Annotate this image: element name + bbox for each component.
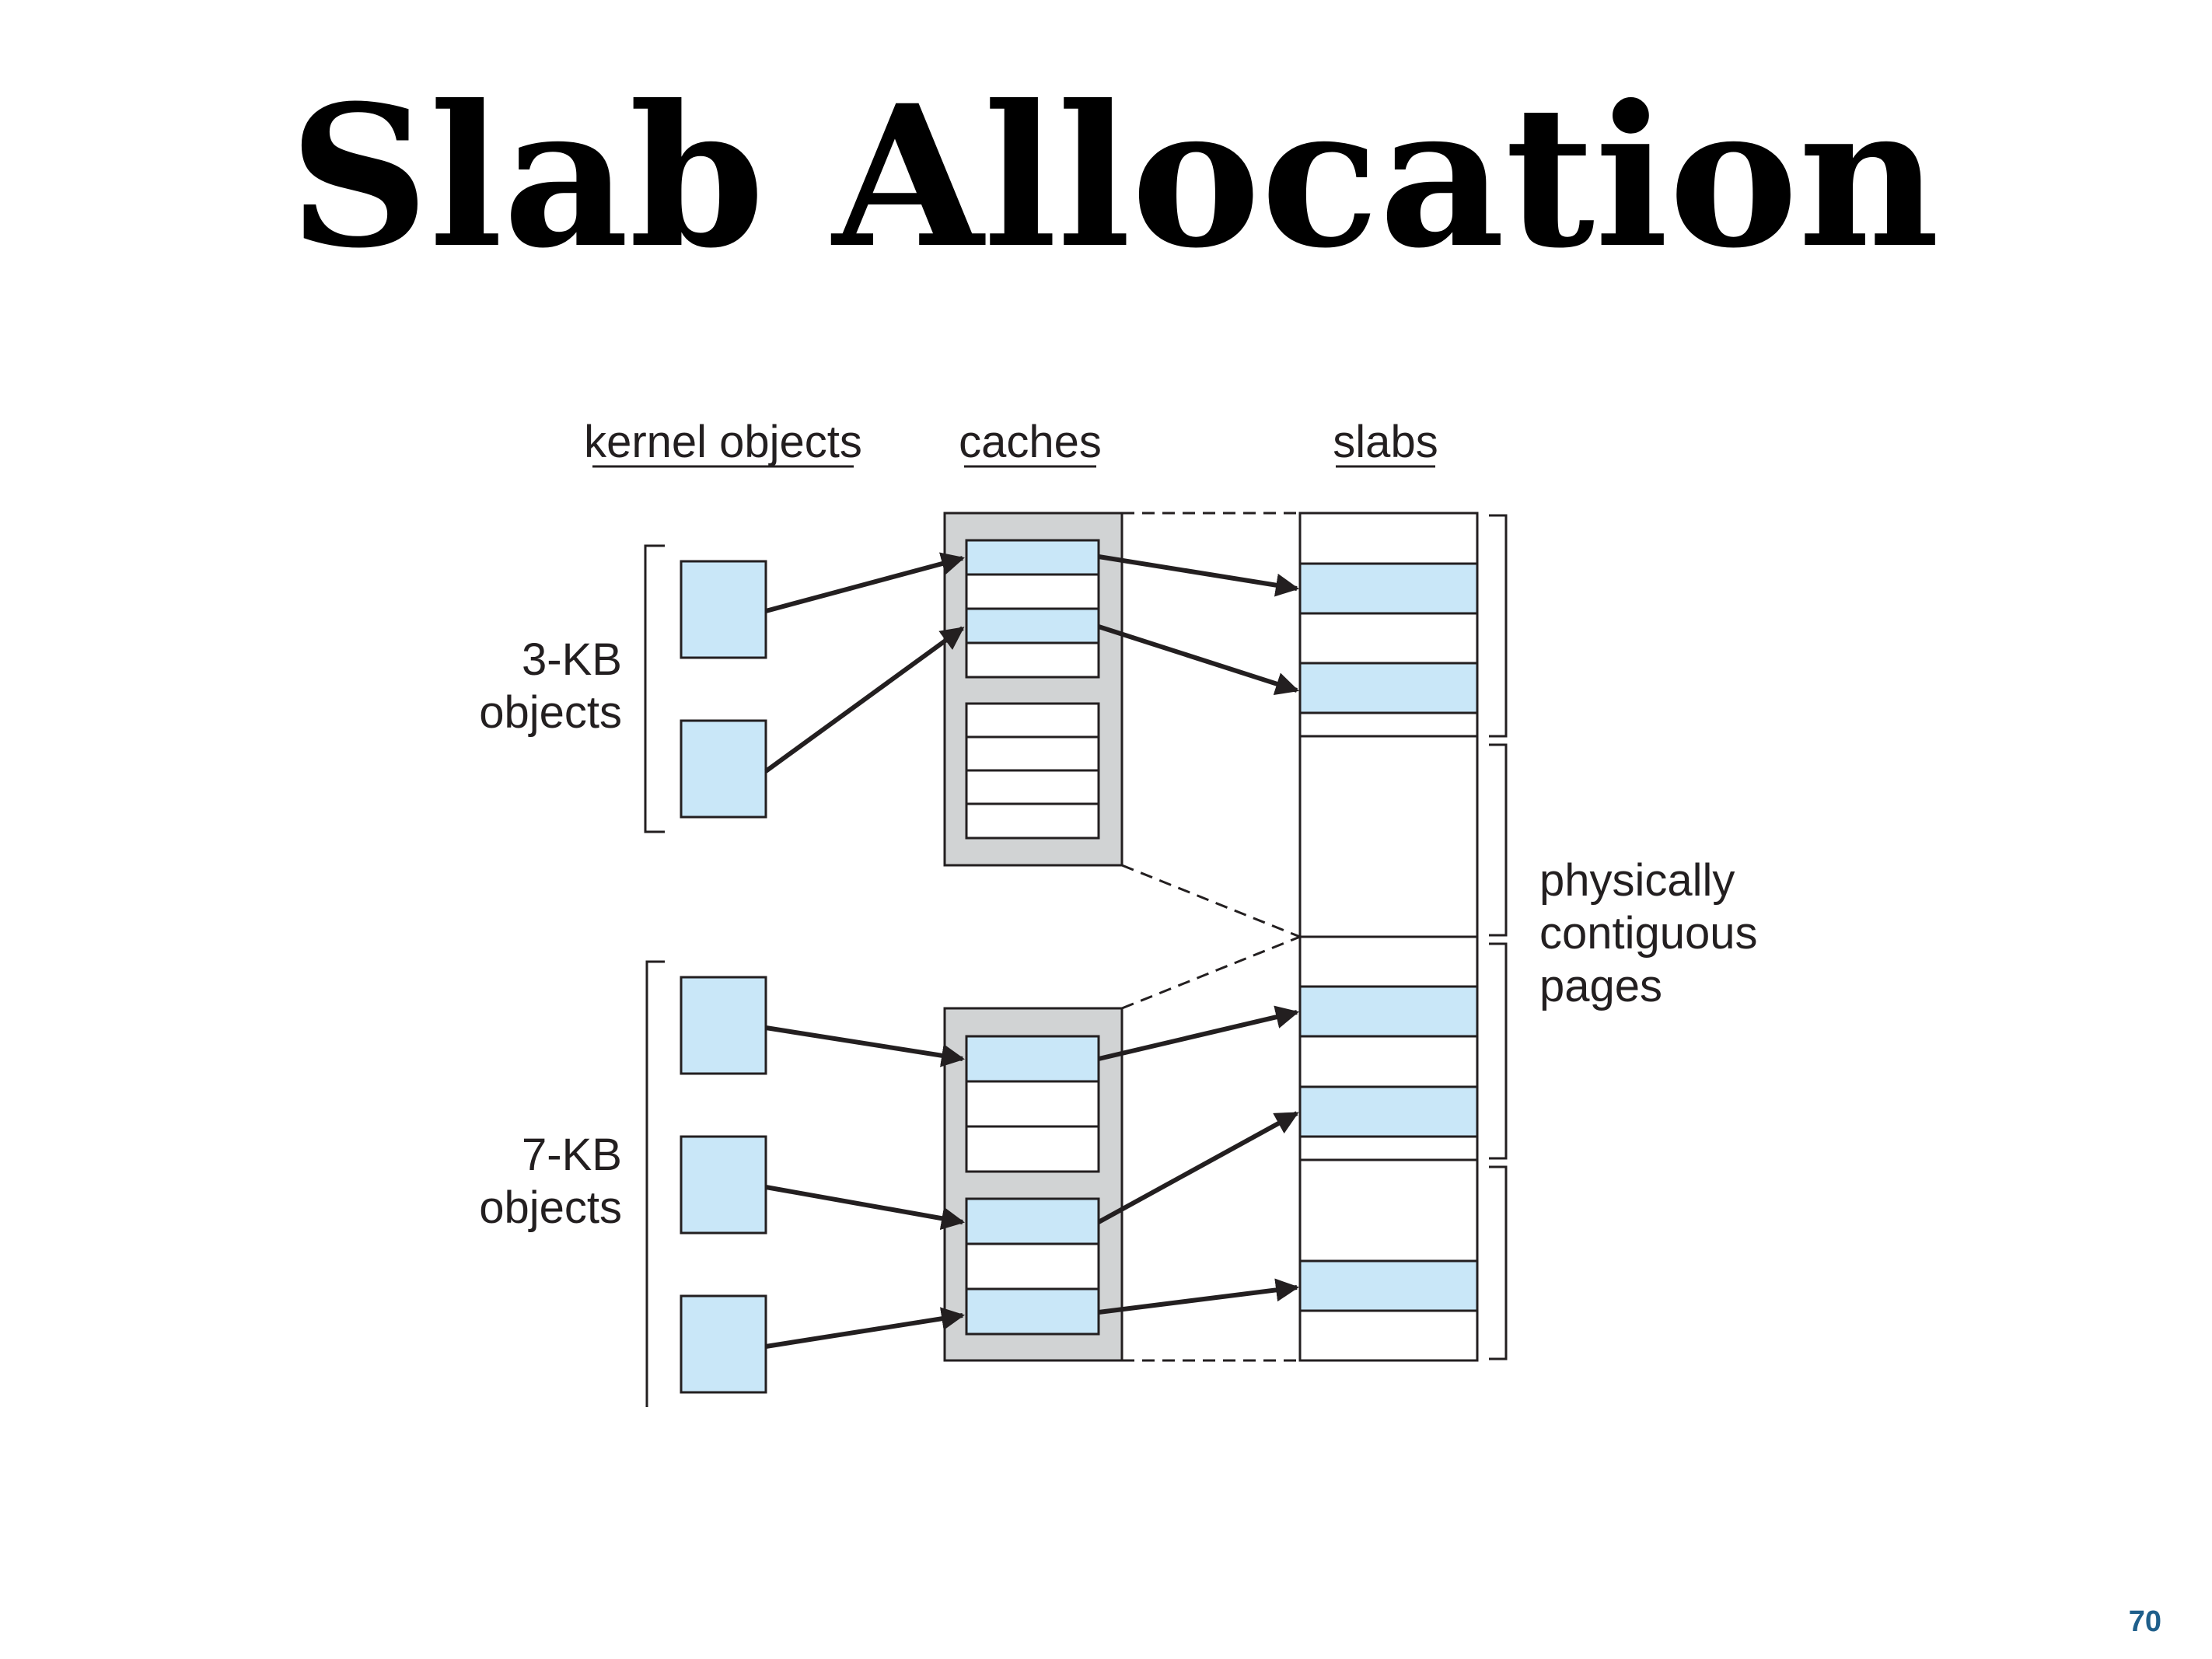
cache-slot <box>965 573 1100 610</box>
kernel-object <box>680 1294 767 1394</box>
slab-slot-used <box>1298 985 1479 1038</box>
kernel-objects <box>680 560 767 1394</box>
slabs-column <box>1298 512 1479 1362</box>
group-3kb-label-line1: 3-KB <box>522 634 622 685</box>
pages-label-line2: contiguous <box>1539 908 1758 959</box>
group-3kb-bracket <box>644 544 665 833</box>
slab-slot-used <box>1298 1085 1479 1138</box>
column-headers: kernel objects caches slabs <box>584 417 1438 468</box>
page-brackets <box>1489 514 1508 1360</box>
cache-slot <box>965 702 1100 739</box>
kernel-object <box>680 1135 767 1235</box>
cache-slot <box>965 641 1100 679</box>
cache-slot-used <box>965 1197 1100 1245</box>
kernel-object <box>680 560 767 659</box>
arrow <box>1097 1111 1299 1224</box>
page-number: 70 <box>2129 1605 2161 1638</box>
arrow <box>1098 1278 1299 1315</box>
kernel-object <box>680 719 767 819</box>
cache-slot-used <box>965 1287 1100 1336</box>
slab-slot-used <box>1298 662 1479 714</box>
slab-slot-used <box>1298 1259 1479 1312</box>
page-bracket <box>1489 1165 1508 1360</box>
object-to-cache-arrows <box>764 552 965 1349</box>
group-7kb-label-line2: objects <box>479 1182 622 1233</box>
group-7kb-label-line1: 7-KB <box>522 1130 622 1180</box>
cache-slot <box>965 735 1100 772</box>
cache-slot <box>965 1125 1100 1173</box>
cache-slot-used <box>965 1035 1100 1083</box>
arrow <box>765 1307 965 1349</box>
arrow <box>764 626 965 774</box>
page-bracket <box>1489 743 1508 937</box>
group-7kb-bracket <box>645 960 665 1407</box>
slab-slot-used <box>1298 562 1479 615</box>
dashed-connectors <box>1121 512 1301 1362</box>
dashed-connector <box>1121 864 1301 938</box>
arrow <box>1098 1005 1299 1061</box>
header-kernel-objects: kernel objects <box>584 417 862 467</box>
pages-label: physically contiguous pages <box>1539 855 1758 1011</box>
header-slabs: slabs <box>1333 417 1438 467</box>
arrow <box>765 1185 965 1231</box>
arrow <box>765 1025 965 1067</box>
cache-slot-used <box>965 539 1100 576</box>
cache-to-slab-arrows <box>1097 554 1299 1315</box>
cache-3kb <box>943 512 1123 867</box>
pages-label-line1: physically <box>1539 855 1735 906</box>
arrow <box>1098 624 1299 696</box>
group-7kb: 7-KB objects <box>479 960 665 1407</box>
cache-slot <box>965 1242 1100 1291</box>
kernel-object <box>680 976 767 1075</box>
pages-label-line3: pages <box>1539 961 1662 1011</box>
cache-slot-used <box>965 607 1100 644</box>
page-bracket <box>1489 942 1508 1160</box>
cache-7kb <box>943 1007 1123 1362</box>
group-3kb: 3-KB objects <box>479 544 665 833</box>
slide-title: Slab Allocation <box>288 62 1939 291</box>
cache-slot <box>965 802 1100 840</box>
header-caches: caches <box>959 417 1102 467</box>
page-bracket <box>1489 514 1508 738</box>
cache-slot <box>965 1080 1100 1128</box>
cache-slot <box>965 769 1100 805</box>
arrow <box>765 552 965 613</box>
arrow <box>1098 554 1299 597</box>
dashed-connector <box>1121 935 1301 1010</box>
group-3kb-label-line2: objects <box>479 687 622 738</box>
